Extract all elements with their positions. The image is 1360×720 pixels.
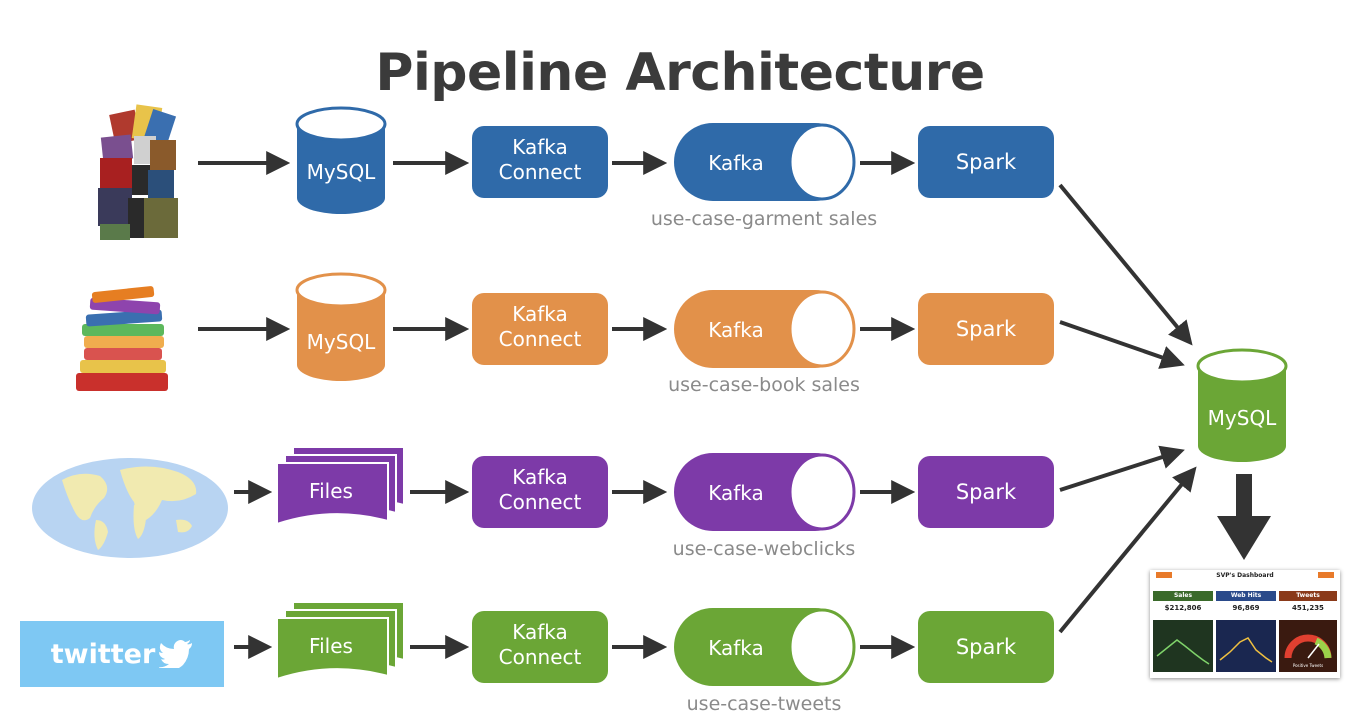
kafka-connect-books: Kafka Connect: [472, 293, 608, 365]
dashboard-sales-chart: [1153, 620, 1213, 672]
spark-tweets: Spark: [918, 611, 1054, 683]
files-label: Files: [309, 634, 353, 658]
kafka-topic-garments: Kafka: [674, 123, 856, 201]
kafka-label: Kafka: [708, 636, 764, 660]
mysql-cylinder-garments: MySQL: [295, 106, 387, 214]
dashboard-header-sales: Sales: [1153, 591, 1213, 601]
svg-text:Connect: Connect: [499, 327, 582, 351]
kafka-label: Kafka: [708, 318, 764, 342]
dashboard-thumbnail: SVP's Dashboard Sales Web Hits Tweets $2…: [1150, 570, 1340, 678]
files-stack-tweets: Files: [276, 601, 405, 681]
spark-books: Spark: [918, 293, 1054, 365]
svg-text:Kafka: Kafka: [512, 465, 568, 489]
books-image-icon: [76, 286, 168, 391]
dashboard-header-tweets: Tweets: [1279, 591, 1337, 601]
svg-text:Kafka: Kafka: [512, 302, 568, 326]
spark-webclicks: Spark: [918, 456, 1054, 528]
dashboard-webhits-chart: [1216, 620, 1276, 672]
spark-label: Spark: [956, 480, 1017, 504]
files-label: Files: [309, 479, 353, 503]
svg-text:Kafka: Kafka: [512, 620, 568, 644]
flow-arrows: [198, 151, 1197, 659]
spark-label: Spark: [956, 635, 1017, 659]
svg-text:Kafka: Kafka: [512, 135, 568, 159]
kafka-connect-webclicks: Kafka Connect: [472, 456, 608, 528]
kafka-topic-tweets: Kafka: [674, 608, 856, 686]
twitter-logo-icon: twitter: [20, 621, 224, 687]
mysql-sink-cylinder: MySQL: [1196, 348, 1288, 462]
sink-label: MySQL: [1208, 406, 1278, 430]
dashboard-value-tweets: 451,235: [1292, 604, 1324, 612]
mysql-cylinder-books: MySQL: [295, 272, 387, 381]
spark-label: Spark: [956, 317, 1017, 341]
dashboard-header-webhits: Web Hits: [1216, 591, 1276, 601]
topic-label-webclicks: use-case-webclicks: [673, 538, 856, 560]
spark-label: Spark: [956, 150, 1017, 174]
page-title: Pipeline Architecture: [375, 42, 985, 103]
world-map-icon: [32, 458, 228, 558]
svg-text:Connect: Connect: [499, 645, 582, 669]
mysql-label: MySQL: [307, 160, 377, 184]
kafka-label: Kafka: [708, 151, 764, 175]
kafka-topic-webclicks: Kafka: [674, 453, 856, 531]
svg-text:Connect: Connect: [499, 490, 582, 514]
kafka-connect-garments: Kafka Connect: [472, 126, 608, 198]
bird-icon: [159, 640, 193, 668]
topic-label-tweets: use-case-tweets: [687, 693, 842, 715]
kafka-topic-books: Kafka: [674, 290, 856, 368]
garments-image-icon: [98, 104, 178, 240]
topic-label-garments: use-case-garment sales: [651, 208, 877, 230]
topic-label-books: use-case-book sales: [668, 374, 860, 396]
dashboard-gauge: Positive Tweets: [1279, 620, 1337, 672]
dashboard-value-webhits: 96,869: [1232, 604, 1260, 612]
kafka-label: Kafka: [708, 481, 764, 505]
dashboard-title: SVP's Dashboard: [1216, 572, 1274, 579]
svg-text:Connect: Connect: [499, 160, 582, 184]
spark-garments: Spark: [918, 126, 1054, 198]
dashboard-value-sales: $212,806: [1164, 604, 1202, 612]
mysql-label: MySQL: [307, 330, 377, 354]
gauge-label: Positive Tweets: [1292, 663, 1324, 668]
files-stack-webclicks: Files: [276, 446, 405, 526]
twitter-wordmark: twitter: [50, 638, 156, 670]
kafka-connect-tweets: Kafka Connect: [472, 611, 608, 683]
dashboard-arrow: [1217, 474, 1271, 560]
